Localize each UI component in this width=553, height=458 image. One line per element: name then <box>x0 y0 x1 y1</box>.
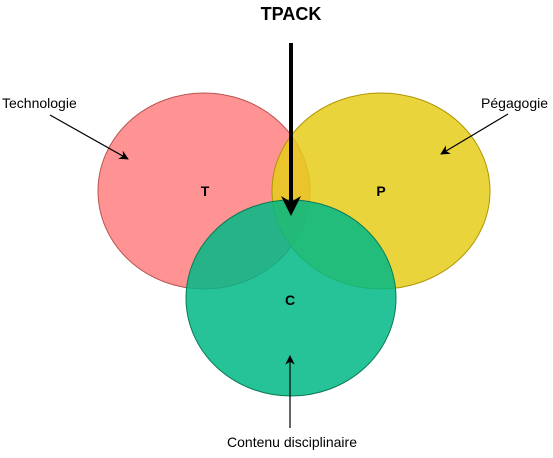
pedagogy-letter: P <box>376 183 385 199</box>
technology-letter: T <box>201 183 210 199</box>
technology-callout-arrow <box>49 114 129 160</box>
pedagogy-callout-arrow <box>440 113 509 155</box>
content-label: Contenu disciplinaire <box>227 434 357 450</box>
pedagogy-label: Pégagogie <box>481 95 548 111</box>
tpack-title: TPACK <box>261 4 322 24</box>
content-letter: C <box>285 292 295 308</box>
technology-label: Technologie <box>2 95 77 111</box>
